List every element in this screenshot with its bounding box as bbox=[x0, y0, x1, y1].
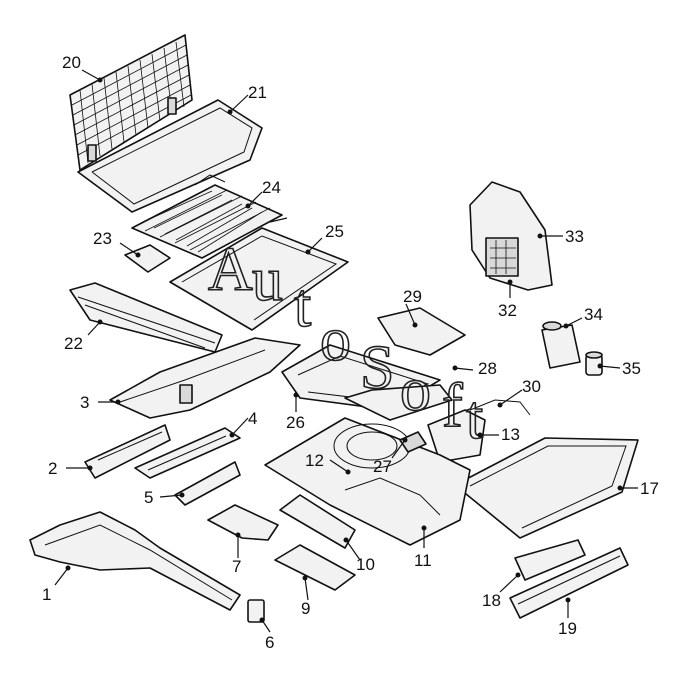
part-3-cross-member bbox=[109, 337, 301, 419]
part-20-cargo-partition-net bbox=[69, 34, 193, 171]
watermark-letter: o bbox=[320, 306, 351, 374]
callout-12: 12 bbox=[305, 451, 324, 470]
watermark-letter: S bbox=[360, 334, 394, 402]
callout-3: 3 bbox=[80, 393, 89, 412]
callout-25: 25 bbox=[325, 222, 344, 241]
callout-21: 21 bbox=[248, 83, 267, 102]
callout-6: 6 bbox=[265, 633, 274, 652]
callout-22: 22 bbox=[64, 334, 83, 353]
part-21-load-cover bbox=[77, 99, 263, 213]
callout-17: 17 bbox=[640, 479, 659, 498]
part-29-trim-panel bbox=[377, 307, 466, 356]
part-18-bracket bbox=[514, 539, 586, 581]
callout-30: 30 bbox=[522, 377, 541, 396]
watermark-letter: u bbox=[252, 246, 283, 314]
part-25-floor-panel bbox=[169, 227, 349, 331]
callout-10: 10 bbox=[356, 555, 375, 574]
watermark-letter: t bbox=[294, 272, 311, 340]
callout-18: 18 bbox=[482, 591, 501, 610]
part-9-panel bbox=[274, 544, 356, 591]
callout-11: 11 bbox=[414, 551, 432, 570]
callout-26: 26 bbox=[286, 413, 305, 432]
part-23-bracket bbox=[124, 244, 171, 273]
callout-4: 4 bbox=[248, 409, 257, 428]
callout-24: 24 bbox=[262, 178, 281, 197]
part-19-rear-sill bbox=[509, 547, 629, 619]
watermark: A u t o S o f t bbox=[207, 235, 484, 453]
callout-29: 29 bbox=[403, 287, 422, 306]
callout-34: 34 bbox=[584, 305, 603, 324]
part-27-tie-down bbox=[399, 431, 427, 453]
part-7-panel bbox=[207, 504, 279, 541]
callout-32: 32 bbox=[498, 301, 517, 320]
part-35-cap bbox=[585, 351, 603, 376]
part-1-chassis-rail bbox=[29, 511, 241, 611]
callout-19: 19 bbox=[558, 619, 577, 638]
callout-5: 5 bbox=[144, 488, 153, 507]
callout-27: 27 bbox=[373, 457, 392, 476]
callout-35: 35 bbox=[622, 359, 641, 378]
watermark-letter: t bbox=[466, 384, 483, 452]
watermark-letter: A bbox=[208, 236, 253, 304]
callout-33: 33 bbox=[565, 227, 584, 246]
callout-1: 1 bbox=[42, 585, 51, 604]
part-33-side-trim bbox=[469, 181, 553, 291]
callout-labels: 20 21 24 23 25 22 3 29 26 28 30 13 33 32… bbox=[42, 53, 659, 652]
part-6-block bbox=[247, 599, 265, 623]
part-30-cable bbox=[469, 399, 531, 416]
watermark-letter: f bbox=[442, 372, 463, 440]
callout-7: 7 bbox=[232, 557, 241, 576]
part-10-panel bbox=[279, 494, 356, 549]
callout-28: 28 bbox=[478, 359, 497, 378]
part-22-side-rail bbox=[69, 282, 223, 353]
callout-20: 20 bbox=[62, 53, 81, 72]
part-4-member bbox=[134, 427, 241, 479]
part-5-member bbox=[174, 461, 241, 506]
part-24-floor-net bbox=[131, 184, 288, 259]
leader-lines bbox=[54, 69, 638, 633]
part-34-container bbox=[541, 321, 581, 369]
watermark-letter: o bbox=[400, 356, 431, 424]
part-17-cargo-mat bbox=[454, 437, 639, 539]
callout-23: 23 bbox=[93, 229, 112, 248]
part-26-28-floor-section bbox=[281, 344, 453, 421]
callout-9: 9 bbox=[301, 599, 310, 618]
part-2-sill bbox=[84, 424, 171, 479]
callout-13: 13 bbox=[501, 425, 520, 444]
callout-2: 2 bbox=[48, 459, 57, 478]
